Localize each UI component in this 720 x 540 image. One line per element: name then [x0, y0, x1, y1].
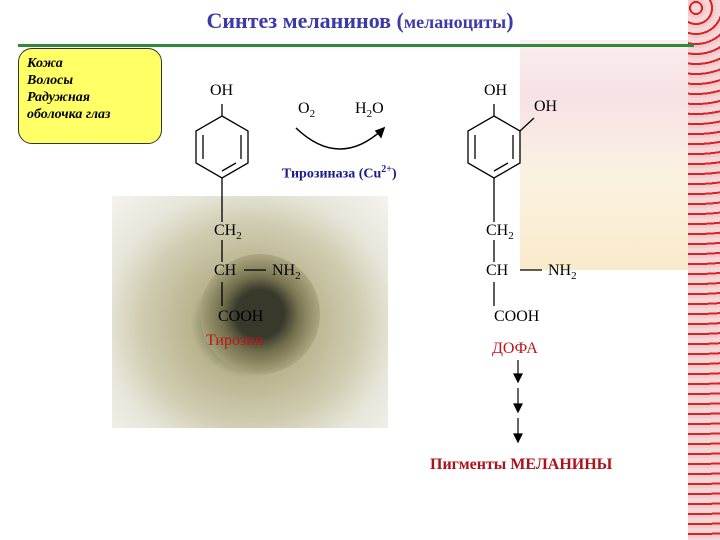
locations-box: Кожа Волосы Радужная оболочка глаз	[18, 48, 162, 144]
title-underline	[18, 44, 694, 47]
tyrosine-ch: CH	[214, 262, 237, 279]
enzyme-sup: 2+	[381, 164, 392, 175]
dopa-benzene-ring	[467, 104, 542, 306]
water-label: H2O	[355, 100, 384, 120]
dopa-nh2-sub: 2	[571, 270, 577, 283]
dopa-nh2-text: NH	[548, 262, 572, 279]
location-item-iris: Радужная	[27, 90, 90, 105]
water-h: H	[355, 100, 367, 117]
melanin-pigments-label: Пигменты МЕЛАНИНЫ	[430, 456, 613, 473]
enzyme-text: Тирозиназа (Cu	[282, 166, 382, 182]
tyrosine-ch2: CH2	[214, 222, 242, 242]
oxygen-text: O	[298, 100, 310, 117]
dopa-oh-1: OH	[484, 82, 508, 99]
decorative-tissue-strip	[688, 0, 720, 540]
tyrosine-benzene-ring	[195, 104, 266, 306]
title-close: )	[506, 8, 514, 33]
water-o: O	[372, 100, 384, 117]
tyrosine-name: Тирозин	[206, 332, 264, 349]
location-item-skin: Кожа	[27, 56, 63, 71]
title-sub: меланоциты	[403, 12, 507, 32]
oxygen-sub: 2	[309, 108, 316, 121]
oxygen-label: O2	[298, 100, 315, 120]
dopa-ch: CH	[486, 262, 509, 279]
reaction-arrow	[295, 126, 386, 150]
iris-pupil	[200, 254, 320, 374]
title-main: Синтез меланинов (	[206, 8, 404, 33]
dopa-ch2-sub: 2	[508, 230, 514, 243]
enzyme-close: )	[392, 166, 397, 182]
dopa-ch2-text: CH	[486, 222, 509, 239]
tyrosine-ch2-sub: 2	[236, 230, 242, 243]
location-item-eye: оболочка глаз	[27, 107, 111, 122]
dopa-oh-2: OH	[534, 98, 558, 115]
tyrosine-nh2-sub: 2	[295, 270, 301, 283]
dopa-to-melanin-arrow	[513, 360, 523, 444]
enzyme-label: Тирозиназа (Cu2+)	[282, 164, 397, 183]
dopa-nh2: NH2	[548, 262, 577, 282]
tyrosine-cooh: COOH	[218, 308, 264, 325]
location-item-hair: Волосы	[27, 73, 74, 88]
tyrosine-oh: OH	[210, 82, 234, 99]
dopa-cooh: COOH	[494, 308, 540, 325]
skin-cross-section-image	[520, 40, 688, 270]
slide-title: Синтез меланинов (меланоциты)	[0, 8, 720, 34]
eye-photo	[112, 196, 388, 428]
dopa-name: ДОФА	[492, 340, 538, 357]
water-sub: 2	[366, 108, 373, 121]
tyrosine-nh2: NH2	[272, 262, 301, 282]
tyrosine-nh2-text: NH	[272, 262, 296, 279]
dopa-ch2: CH2	[486, 222, 514, 242]
tyrosine-ch2-text: CH	[214, 222, 237, 239]
